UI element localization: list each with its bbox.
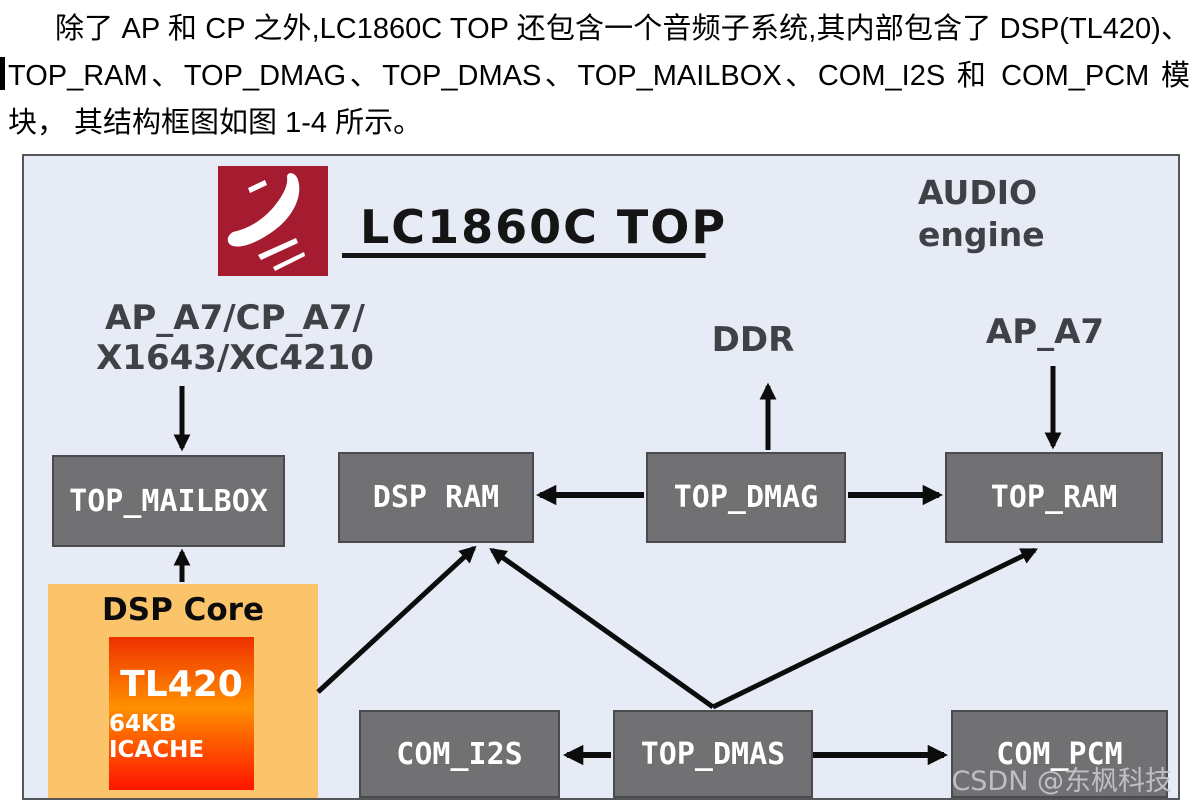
icache-label: 64KB ICACHE [109, 711, 205, 763]
block-top-dmag: TOP_DMAG [646, 452, 846, 543]
audio-engine-line1: AUDIO [918, 173, 1038, 212]
leadcore-logo-icon [218, 166, 328, 276]
diagram-title: LC1860C TOP [342, 200, 734, 258]
block-dsp-ram: DSP RAM [338, 452, 534, 543]
csdn-watermark: CSDN @东枫科技 [951, 766, 1172, 797]
host-cpu-label: AP_A7/CP_A7/ X1643/XC4210 [85, 298, 385, 378]
host-cpu-label-line2: X1643/XC4210 [96, 338, 374, 379]
intro-paragraph: 除了 AP 和 CP 之外,LC1860C TOP 还包含一个音频子系统,其内部… [8, 6, 1190, 147]
block-diagram: LC1860C TOP AUDIO engine AP_A7/CP_A7/ X1… [22, 154, 1180, 800]
paragraph-line-1: 除了 AP 和 CP 之外,LC1860C TOP 还包含一个音频子系统,其内部… [55, 13, 1190, 45]
arrow-dspcore-to-dspram [316, 545, 477, 694]
block-top-mailbox: TOP_MAILBOX [52, 455, 285, 547]
host-cpu-label-line1: AP_A7/CP_A7/ [105, 298, 365, 338]
paragraph-line-3: 块， 其结构框图如图 1-4 所示。 [8, 107, 423, 139]
arrow-dmas-to-topram [711, 547, 1039, 710]
scan-artifact [0, 57, 5, 90]
block-top-dmas: TOP_DMAS [613, 710, 813, 798]
tl420-label: TL420 [120, 664, 243, 705]
ap-a7-label: AP_A7 [985, 312, 1105, 352]
block-dsp-core: DSP Core TL420 64KB ICACHE [48, 584, 318, 798]
audio-engine-line2: engine [918, 215, 1045, 255]
dsp-core-title: DSP Core [102, 592, 264, 628]
paragraph-line-2: TOP_RAM、TOP_DMAG、TOP_DMAS、TOP_MAILBOX、CO… [8, 60, 1190, 92]
audio-engine-label: AUDIO engine [918, 172, 1045, 256]
arrow-dmas-to-dspram [489, 547, 715, 710]
ddr-label: DDR [711, 320, 795, 360]
block-com-pcm: COM_PCM [951, 710, 1168, 798]
block-top-ram: TOP_RAM [945, 452, 1163, 543]
tl420-chip: TL420 64KB ICACHE [109, 637, 254, 790]
block-com-i2s: COM_I2S [359, 710, 560, 798]
